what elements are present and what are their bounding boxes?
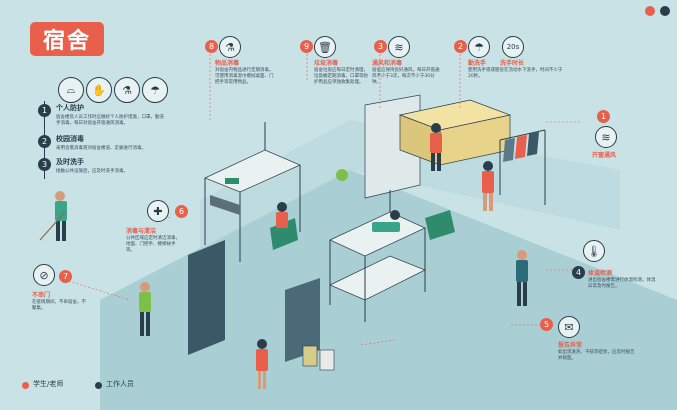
book-green: [225, 178, 239, 184]
callout-9-number: 9: [300, 40, 313, 53]
callout-3-title: 通风和消毒: [372, 60, 403, 67]
person-guard: [516, 250, 528, 306]
disinfect-object-icon: ⚗: [219, 36, 241, 58]
item-3-desc: 接触公共设施后，应及时洗手消毒。: [56, 169, 128, 174]
callout-8-number: 8: [205, 40, 218, 53]
item-2-number: 2: [38, 135, 51, 148]
callout-6-desc: 公共区域应定时清洁消毒，地面、门把手、楼梯扶手等。: [126, 236, 180, 253]
brand-logo-red: [645, 6, 655, 16]
callout-1-number: 1: [597, 110, 610, 123]
info-board: [285, 278, 320, 362]
item-1-number: 1: [38, 104, 51, 117]
person-red-dress: [256, 339, 268, 389]
legend-staff-label: 工作人员: [106, 380, 134, 388]
mask-icon: ⌓: [58, 77, 84, 103]
person-washing: [430, 123, 442, 171]
callout-1-title: 开窗通风: [592, 152, 617, 159]
brand-logo-dark: [660, 6, 670, 16]
item-2-title: 校园消毒: [56, 135, 84, 143]
floor: [100, 170, 677, 410]
page-title: 宿舍: [30, 22, 104, 56]
legend-student-dot: [22, 382, 29, 389]
item-3-title: 及时洗手: [56, 158, 84, 166]
callout-7-desc: 在疫情期间，不串宿舍，不聚集。: [32, 300, 86, 311]
callout-5-number: 5: [540, 318, 553, 331]
trash-bin-2: [319, 349, 335, 371]
handwash-icon: ☂: [468, 36, 490, 58]
person-desk: [276, 202, 288, 228]
callout-3-desc: 宿舍应保持良好通风，每日开窗通风不少于3次，每次不少于30分钟。: [372, 68, 440, 85]
person-bed: [372, 210, 400, 232]
callout-5-title: 报告异常: [558, 342, 583, 349]
callout-9-desc: 宿舍垃圾应每日定时清理，垃圾桶定期消毒，口罩等防护用品应单独收集处理。: [314, 68, 368, 85]
trash-bin-1: [302, 345, 318, 367]
callout-4-desc: 进出宿舍楼需进行体温检测，体温异常及时报告。: [588, 278, 656, 289]
callout-9-title: 垃圾消毒: [314, 60, 339, 67]
chair-right: [425, 210, 455, 240]
trash-disinfect-icon: 🗑: [314, 36, 336, 58]
callout-6-title: 消毒与清洁: [126, 228, 157, 235]
item-1-desc: 宿舍楼及人员工作时应做好个人防护措施，口罩，勤洗手消毒，每日对宿舍开窗通风消毒。: [56, 115, 164, 126]
thermometer-icon: 🌡: [583, 240, 605, 262]
item-1-title: 个人防护: [56, 104, 84, 112]
callout-6-number: 6: [175, 205, 188, 218]
callout-7-title: 不串门: [32, 292, 51, 299]
callout-4-number: 4: [572, 266, 585, 279]
report-icon: ✉: [558, 316, 580, 338]
callout-7-number: 7: [59, 270, 72, 283]
callout-2-number: 2: [454, 40, 467, 53]
timer-20s-icon: 20s: [502, 36, 524, 58]
callout-3-number: 3: [374, 40, 387, 53]
no-visit-icon: ⊘: [33, 264, 55, 286]
callout-5-desc: 如出现发热、干咳等症状，应及时报告并就医。: [558, 350, 635, 361]
cleaning-icon: ✚: [147, 200, 169, 222]
spray-icon: ⚗: [114, 77, 140, 103]
back-wall: [200, 120, 620, 250]
legend-student-label: 学生/老师: [33, 380, 64, 388]
callout-2-title: 勤洗手: [468, 60, 487, 67]
person-clothes: [482, 161, 494, 211]
callout-8-title: 物品消毒: [215, 60, 240, 67]
air-flow-icon: ≋: [595, 126, 617, 148]
ventilation-icon: ≋: [388, 36, 410, 58]
callout-8-desc: 对宿舍内物品进行定期消毒。可使用消毒湿巾擦拭桌面、门把手等常用物品。: [215, 68, 274, 85]
gloves-icon: ✋: [86, 77, 112, 103]
item-3-number: 3: [38, 158, 51, 171]
door-panel: [188, 240, 225, 355]
legend-staff-dot: [95, 382, 102, 389]
hand-wash-icon: ☂: [142, 77, 168, 103]
person-sweeping: [39, 191, 67, 241]
callout-wash-time-title: 洗手时长: [500, 60, 525, 67]
callout-2-desc: 使用洗手液或肥皂在流动水下洗手，时间不少于20秒。: [468, 68, 563, 79]
plant: [336, 169, 348, 181]
item-2-desc: 采用含氯消毒液对宿舍楼道、走廊进行消毒。: [56, 146, 146, 151]
callout-4-title: 体温检测: [588, 270, 613, 277]
person-green-shirt: [139, 282, 151, 336]
